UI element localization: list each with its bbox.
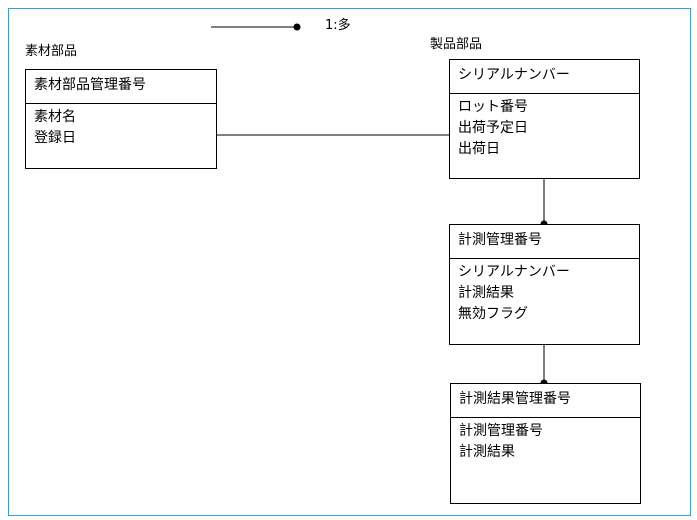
- result-entity: 計測結果管理番号 計測管理番号 計測結果: [450, 383, 641, 504]
- diagram-frame: [8, 8, 691, 516]
- material-entity-caption: 素材部品: [25, 44, 78, 59]
- result-entity-attributes: 計測管理番号 計測結果: [451, 418, 640, 463]
- material-attr-name: 素材名: [34, 109, 76, 125]
- product-attr-ship-date: 出荷日: [458, 141, 500, 157]
- measurement-attr-result: 計測結果: [458, 285, 514, 301]
- material-attr-registered-date: 登録日: [34, 130, 76, 146]
- product-attr-lot-number: ロット番号: [458, 99, 528, 115]
- legend-label: 1:多: [325, 18, 351, 33]
- product-entity-attributes: ロット番号 出荷予定日 出荷日: [450, 94, 639, 160]
- product-entity-caption: 製品部品: [430, 37, 483, 52]
- product-entity: シリアルナンバー ロット番号 出荷予定日 出荷日: [449, 59, 640, 179]
- material-entity-key: 素材部品管理番号: [26, 70, 216, 104]
- material-entity: 素材部品管理番号 素材名 登録日: [25, 69, 217, 169]
- measurement-entity: 計測管理番号 シリアルナンバー 計測結果 無効フラグ: [449, 224, 640, 345]
- measurement-attr-serial-number: シリアルナンバー: [458, 264, 570, 280]
- product-entity-key: シリアルナンバー: [450, 60, 639, 94]
- legend-line: [211, 23, 301, 31]
- measurement-entity-attributes: シリアルナンバー 計測結果 無効フラグ: [450, 259, 639, 325]
- material-entity-attributes: 素材名 登録日: [26, 104, 216, 149]
- result-entity-key: 計測結果管理番号: [451, 384, 640, 418]
- result-attr-measurement-number: 計測管理番号: [459, 423, 543, 439]
- measurement-entity-key: 計測管理番号: [450, 225, 639, 259]
- result-attr-result: 計測結果: [459, 444, 515, 460]
- product-attr-planned-ship-date: 出荷予定日: [458, 120, 528, 136]
- measurement-result-connector: [540, 344, 548, 387]
- product-measurement-connector: [540, 178, 548, 228]
- measurement-attr-invalid-flag: 無効フラグ: [458, 306, 528, 322]
